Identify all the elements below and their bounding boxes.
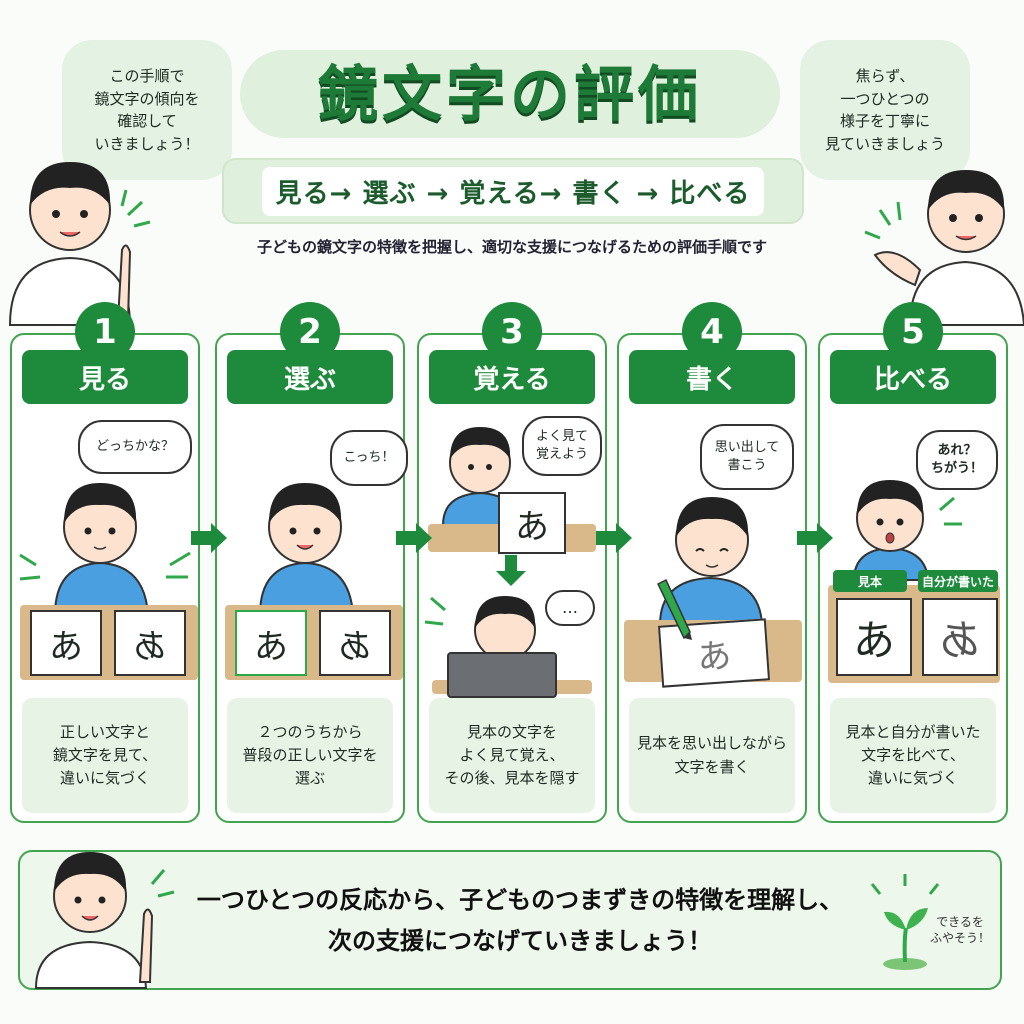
step-4-desc-line: 見本を思い出しながら: [636, 734, 787, 753]
step-number-5: 5: [883, 302, 943, 362]
child-2-illustration: [258, 483, 355, 616]
left-speech-bubble: この手順で 鏡文字の傾向を 確認して いきましょう！: [62, 40, 232, 180]
card-correct-2: あ: [235, 610, 307, 676]
footer-message-box: [18, 850, 1002, 990]
sprout-caption: できるを ふやそう！: [930, 915, 990, 946]
cover-screen: [447, 652, 557, 698]
step-number-2: 2: [280, 302, 340, 362]
step-3-speech: よく見て 覚えよう: [522, 416, 602, 476]
footer-message-line: 次の支援につなげていきましょう！: [328, 926, 712, 955]
right-speech-bubble: 焦らず、 一つひとつの 様子を丁寧に 見ていきましょう: [800, 40, 970, 180]
arrow-right-icon: [596, 523, 632, 553]
right-bubble-line: 一つひとつの: [840, 89, 930, 108]
sprout-caption-line: できるを: [936, 915, 984, 929]
arrow-right-icon: [797, 523, 833, 553]
left-bubble-line: 確認して: [117, 112, 177, 130]
step-number-1: 1: [75, 302, 135, 362]
step-2-desc-line: ２つのうちから: [257, 722, 363, 741]
step-number-4: 4: [682, 302, 742, 362]
thinking-bubble: …: [545, 590, 595, 626]
own-writing-tag: 自分が書いた: [918, 570, 998, 592]
teacher-right-illustration: [864, 170, 1024, 326]
arrow-right-icon: [396, 523, 432, 553]
step-desc-5: 見本と自分が書いた 文字を比べて、 違いに気づく: [830, 698, 996, 813]
sprout-icon: [870, 874, 940, 970]
model-card-5: あ: [836, 598, 912, 676]
step-1-desc-line: 違いに気づく: [59, 769, 150, 788]
step-2-desc-line: 選ぶ: [294, 769, 325, 788]
title-background: [240, 50, 780, 138]
model-tag: 見本: [833, 570, 907, 592]
step-4-speech: 思い出して 書こう: [700, 424, 794, 490]
page-subtitle: 子どもの鏡文字の特徴を把握し、適切な支援につなげるための評価手順です: [256, 238, 767, 256]
step-desc-4: 見本を思い出しながら 文字を書く: [629, 698, 795, 813]
card-mirror-2: あ: [319, 610, 391, 676]
card-mirror-1: あ: [114, 610, 186, 676]
step-5-desc-line: 見本と自分が書いた: [845, 722, 981, 741]
step-desc-2: ２つのうちから 普段の正しい文字を 選ぶ: [227, 698, 393, 813]
footer-message: 一つひとつの反応から、子どものつまずきの特徴を理解し、 次の支援につなげていきま…: [190, 880, 850, 962]
step-2-speech: こっち！: [330, 430, 408, 486]
child-5-illustration: [852, 480, 962, 581]
step-3-desc-line: その後、見本を隠す: [444, 769, 580, 788]
footer-message-line: 一つひとつの反応から、子どものつまずきの特徴を理解し、: [196, 886, 844, 914]
step-3-desc-line: よく見て覚え、: [459, 745, 565, 764]
step-1-desc-line: 正しい文字と: [59, 722, 150, 741]
down-arrow-icon: [496, 555, 526, 586]
step-4-desc-line: 文字を書く: [674, 757, 750, 776]
sprout-caption-line: ふやそう！: [930, 930, 991, 945]
card-correct-1: あ: [30, 610, 102, 676]
step-label-2: 選ぶ: [227, 350, 393, 404]
step-desc-3: 見本の文字を よく見て覚え、 その後、見本を隠す: [429, 698, 595, 813]
step-3-desc-line: 見本の文字を: [466, 722, 557, 741]
child-1-illustration: [19, 483, 191, 616]
right-bubble-line: 焦らず、: [855, 67, 915, 85]
right-bubble-line: 様子を丁寧に: [839, 112, 930, 130]
step-flow-banner: 見る→ 選ぶ → 覚える→ 書く → 比べる: [222, 158, 804, 224]
teacher-footer-illustration: [34, 852, 175, 989]
own-card-5: あ: [922, 598, 998, 676]
child-3b-illustration: [424, 596, 536, 661]
arrow-right-icon: [191, 523, 227, 553]
child-4-illustration: [658, 497, 764, 626]
page-title: 鏡文字の評価: [318, 60, 702, 130]
pencil-icon: [657, 578, 692, 640]
step-2-desc-line: 普段の正しい文字を: [242, 745, 378, 764]
step-5-desc-line: 文字を比べて、: [861, 745, 965, 764]
teacher-left-illustration: [8, 162, 151, 326]
step-1-desc-line: 鏡文字を見て、: [52, 745, 158, 764]
left-bubble-line: この手順で: [109, 67, 185, 85]
model-card-3: あ: [498, 492, 566, 554]
step-flow-text: 見る→ 選ぶ → 覚える→ 書く → 比べる: [261, 166, 765, 216]
step-5-speech: あれ？ ちがう！: [916, 430, 998, 490]
step-desc-1: 正しい文字と 鏡文字を見て、 違いに気づく: [22, 698, 188, 813]
step-5-desc-line: 違いに気づく: [867, 769, 958, 788]
step-number-3: 3: [482, 302, 542, 362]
left-bubble-line: 鏡文字の傾向を: [94, 89, 200, 108]
step-1-speech: どっちかな？: [78, 420, 192, 474]
right-bubble-line: 見ていきましょう: [824, 134, 945, 153]
left-bubble-line: いきましょう！: [94, 134, 200, 153]
